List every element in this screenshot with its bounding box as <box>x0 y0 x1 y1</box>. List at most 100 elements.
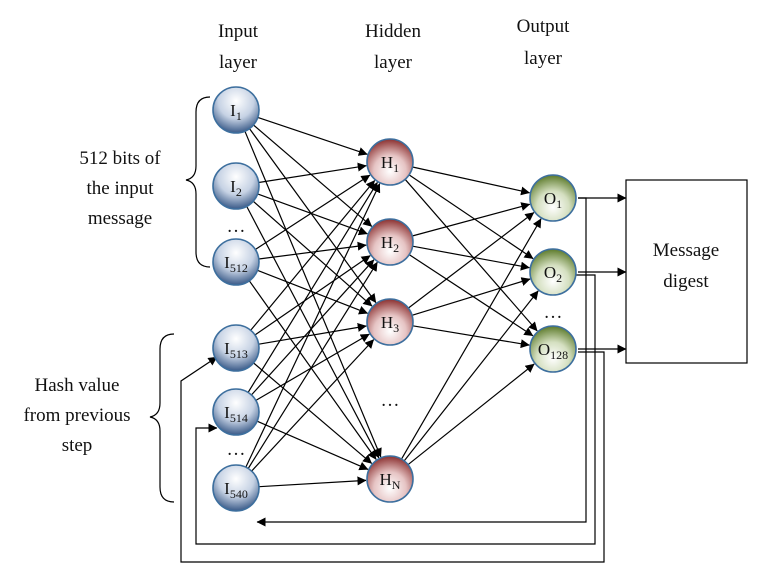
hidden-node-2: H2 <box>366 218 414 266</box>
edge-input-0-hidden-0 <box>257 116 368 156</box>
edge-input-0-hidden-2 <box>249 128 377 303</box>
input-node-2-label: I2 <box>230 177 242 199</box>
output-layer-header: Output layer <box>517 16 571 69</box>
edge-input-5-hidden-3 <box>258 476 367 488</box>
edge-hidden-1-output-1 <box>412 245 530 271</box>
hidden-node-N-label: HN <box>380 470 401 492</box>
hidden-node-3-circle <box>366 298 414 346</box>
message-digest-line1: Message <box>653 240 719 261</box>
output-node-2-circle <box>529 248 577 296</box>
edge-hidden-0-output-2 <box>404 178 538 332</box>
hash-label-line2: from previous <box>23 405 130 426</box>
digest-arrows <box>578 193 627 354</box>
message-digest-box: Message digest <box>625 179 748 364</box>
output-ellipsis: … <box>544 302 563 323</box>
hidden-node-1: H1 <box>366 138 414 186</box>
edge-input-2-hidden-2 <box>257 269 369 315</box>
feedback-line-2 <box>195 274 596 545</box>
edge-input-3-hidden-2 <box>258 322 367 345</box>
hidden-node-N-circle <box>366 455 414 503</box>
output-layer-header-line1: Output <box>517 16 571 37</box>
input-node-2: I2 <box>212 162 260 210</box>
edge-input-1-hidden-0 <box>258 162 367 184</box>
input-node-514-label: I514 <box>224 403 248 425</box>
feedback-line-3 <box>180 351 605 563</box>
edge-hidden-3-output-0 <box>400 218 542 460</box>
hidden-layer-header-line1: Hidden <box>365 21 421 42</box>
input-layer-header-line2: layer <box>219 52 258 73</box>
message-label-line3: message <box>88 208 152 229</box>
edge-hidden-2-output-2 <box>412 325 530 349</box>
hidden-node-1-label: H1 <box>381 153 399 175</box>
input-node-1: I1 <box>212 86 260 134</box>
input-ellipsis-bottom: … <box>227 439 246 460</box>
edge-hidden-1-output-2 <box>408 254 534 337</box>
edge-hidden-2-output-1 <box>411 277 531 316</box>
message-label-line1: 512 bits of <box>79 148 161 169</box>
input-node-512: I512 <box>212 238 260 286</box>
input-ellipsis-top: … <box>227 216 246 237</box>
hash-brace: Hash value from previous step <box>23 333 175 503</box>
output-node-1-label: O1 <box>544 189 562 211</box>
input-node-1-label: I1 <box>230 101 242 123</box>
hidden-node-3: H3 <box>366 298 414 346</box>
edge-input-1-hidden-3 <box>246 206 380 459</box>
hidden-ellipsis: … <box>381 390 400 411</box>
message-digest-line2: digest <box>663 271 709 292</box>
edge-input-1-hidden-2 <box>252 200 373 307</box>
edge-input-5-hidden-2 <box>251 339 375 472</box>
input-layer-header: Input layer <box>218 21 259 73</box>
hash-label-line3: step <box>62 435 93 456</box>
edge-input-5-hidden-0 <box>245 183 381 468</box>
hidden-layer-header: Hidden layer <box>365 21 421 73</box>
hidden-node-N: HN <box>366 455 414 503</box>
edge-input-4-hidden-2 <box>255 333 370 401</box>
edge-input-4-hidden-3 <box>256 420 369 471</box>
edge-hidden-2-output-0 <box>407 212 535 309</box>
edge-input-4-hidden-1 <box>250 259 375 396</box>
edge-input-2-hidden-0 <box>254 174 371 251</box>
edge-hidden-3-output-2 <box>407 363 535 466</box>
input-node-540: I540 <box>212 464 260 512</box>
edge-input-3-hidden-0 <box>250 180 376 331</box>
hidden-layer-header-line2: layer <box>374 52 413 73</box>
hidden-node-3-label: H3 <box>381 313 399 335</box>
edge-input-2-hidden-3 <box>248 280 377 460</box>
input-node-512-label: I512 <box>224 253 248 275</box>
output-node-128: O128 <box>529 325 577 373</box>
hidden-node-1-circle <box>366 138 414 186</box>
output-node-128-circle <box>529 325 577 373</box>
input-node-540-label: I540 <box>224 479 248 501</box>
message-brace: 512 bits of the input message <box>79 96 211 268</box>
edge-input-3-hidden-1 <box>254 255 371 336</box>
hidden-node-2-circle <box>366 218 414 266</box>
hidden-node-2-label: H2 <box>381 233 399 255</box>
edge-input-1-hidden-1 <box>257 193 368 236</box>
edge-input-0-hidden-1 <box>253 124 373 227</box>
connection-edges <box>244 116 542 488</box>
edge-hidden-0-output-1 <box>408 174 534 260</box>
message-label-line2: the input <box>86 178 154 199</box>
output-node-1: O1 <box>529 174 577 222</box>
output-node-1-circle <box>529 174 577 222</box>
input-node-514-circle <box>212 388 260 436</box>
edge-input-4-hidden-0 <box>247 182 378 393</box>
edge-hidden-0-output-0 <box>412 166 531 196</box>
edge-input-2-hidden-1 <box>258 241 367 260</box>
edge-input-5-hidden-1 <box>247 261 378 469</box>
input-node-513: I513 <box>212 324 260 372</box>
output-node-2: O2 <box>529 248 577 296</box>
hash-label-line1: Hash value <box>35 375 120 396</box>
edge-input-0-hidden-3 <box>244 130 382 458</box>
input-node-513-label: I513 <box>224 339 248 361</box>
output-node-128-label: O128 <box>538 340 568 362</box>
output-node-2-label: O2 <box>544 263 562 285</box>
edge-input-3-hidden-3 <box>253 362 373 464</box>
edge-hidden-1-output-0 <box>412 202 531 237</box>
output-layer-header-line2: layer <box>524 48 563 69</box>
input-node-512-circle <box>212 238 260 286</box>
input-node-2-circle <box>212 162 260 210</box>
input-node-514: I514 <box>212 388 260 436</box>
